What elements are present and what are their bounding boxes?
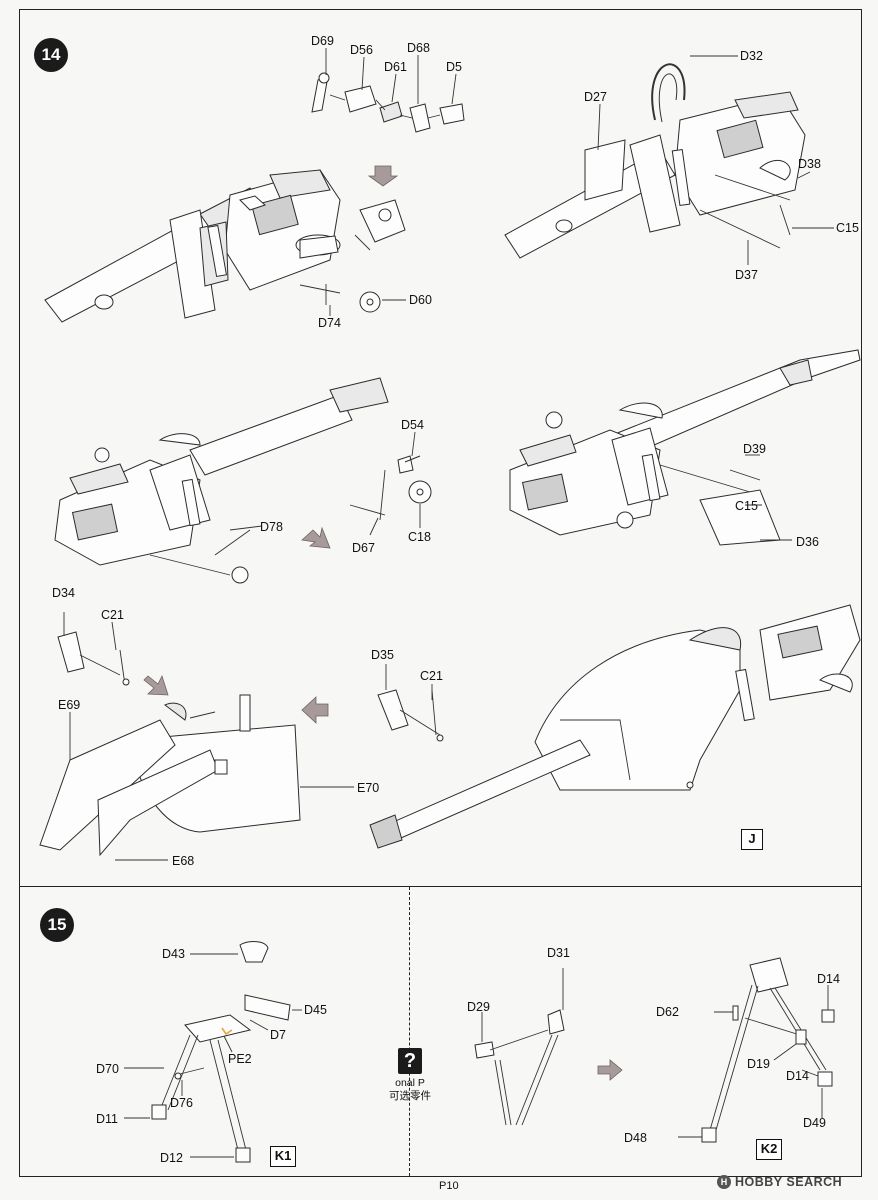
part-label: D67 (352, 541, 375, 555)
part-label: D48 (624, 1131, 647, 1145)
page-number: P10 (439, 1180, 459, 1192)
drawing-15-right (474, 957, 835, 1143)
arrow-right (597, 1059, 623, 1081)
part-label: C21 (101, 608, 124, 622)
part-label: D7 (270, 1028, 286, 1042)
part-label: E70 (357, 781, 380, 795)
watermark-text: HOBBY SEARCH (735, 1175, 843, 1189)
drawing-14e (39, 612, 354, 861)
part-label: D14 (786, 1069, 809, 1083)
part-label: D62 (656, 1005, 679, 1019)
subassembly-tag-k2: K2 (756, 1139, 782, 1160)
part-label: D19 (747, 1057, 770, 1071)
part-label: E69 (58, 698, 81, 712)
part-label: D68 (407, 41, 430, 55)
part-label: D32 (740, 49, 763, 63)
part-label: C21 (420, 669, 443, 683)
subassembly-tag-k1: K1 (270, 1146, 296, 1167)
arrow-diag-1 (301, 526, 331, 549)
drawing-14a (44, 169, 406, 323)
part-label: D49 (803, 1116, 826, 1130)
drawing-14b (504, 55, 834, 265)
part-label: D38 (798, 157, 821, 171)
page-frame (19, 9, 862, 1177)
part-label: D29 (467, 1000, 490, 1014)
part-label: D78 (260, 520, 283, 534)
part-label: C15 (735, 499, 758, 513)
drawing-14c (54, 377, 432, 584)
part-label: D14 (817, 972, 840, 986)
subassembly-tag-j: J (741, 829, 763, 850)
part-label: D34 (52, 586, 75, 600)
part-label: D35 (371, 648, 394, 662)
drawing-14-complete (369, 604, 861, 849)
part-label: E68 (172, 854, 195, 868)
part-label: D45 (304, 1003, 327, 1017)
watermark-logo: H (717, 1175, 731, 1189)
part-label: D12 (160, 1151, 183, 1165)
part-label: D54 (401, 418, 424, 432)
part-label: D36 (796, 535, 819, 549)
drawing-14a-sub (311, 48, 465, 133)
part-label: D76 (170, 1096, 193, 1110)
part-label: D5 (446, 60, 462, 74)
optional-part-label-en: onal P (395, 1077, 425, 1089)
part-label: D37 (735, 268, 758, 282)
optional-part-icon: ? (398, 1048, 422, 1074)
part-label: D61 (384, 60, 407, 74)
part-label: D56 (350, 43, 373, 57)
arrow-down (367, 165, 399, 187)
part-label: D69 (311, 34, 334, 48)
part-label: D74 (318, 316, 341, 330)
part-label: D27 (584, 90, 607, 104)
part-label: D39 (743, 442, 766, 456)
part-label: C15 (836, 221, 859, 235)
part-label: D70 (96, 1062, 119, 1076)
drawing-14f (377, 664, 444, 742)
part-label: D11 (96, 1112, 119, 1126)
drawing-15-left (124, 941, 302, 1163)
part-label: PE2 (228, 1052, 252, 1066)
optional-part-label-cn: 可选零件 (389, 1090, 431, 1102)
part-label: D31 (547, 946, 570, 960)
step-divider (19, 886, 862, 887)
part-label: C18 (408, 530, 431, 544)
arrow-diag-2 (143, 674, 169, 696)
step-14-badge: 14 (34, 38, 68, 72)
option-divider (409, 887, 410, 1176)
part-label: D60 (409, 293, 432, 307)
part-label: D43 (162, 947, 185, 961)
step-15-badge: 15 (40, 908, 74, 942)
drawing-14d (509, 349, 861, 546)
arrow-left (301, 696, 329, 724)
